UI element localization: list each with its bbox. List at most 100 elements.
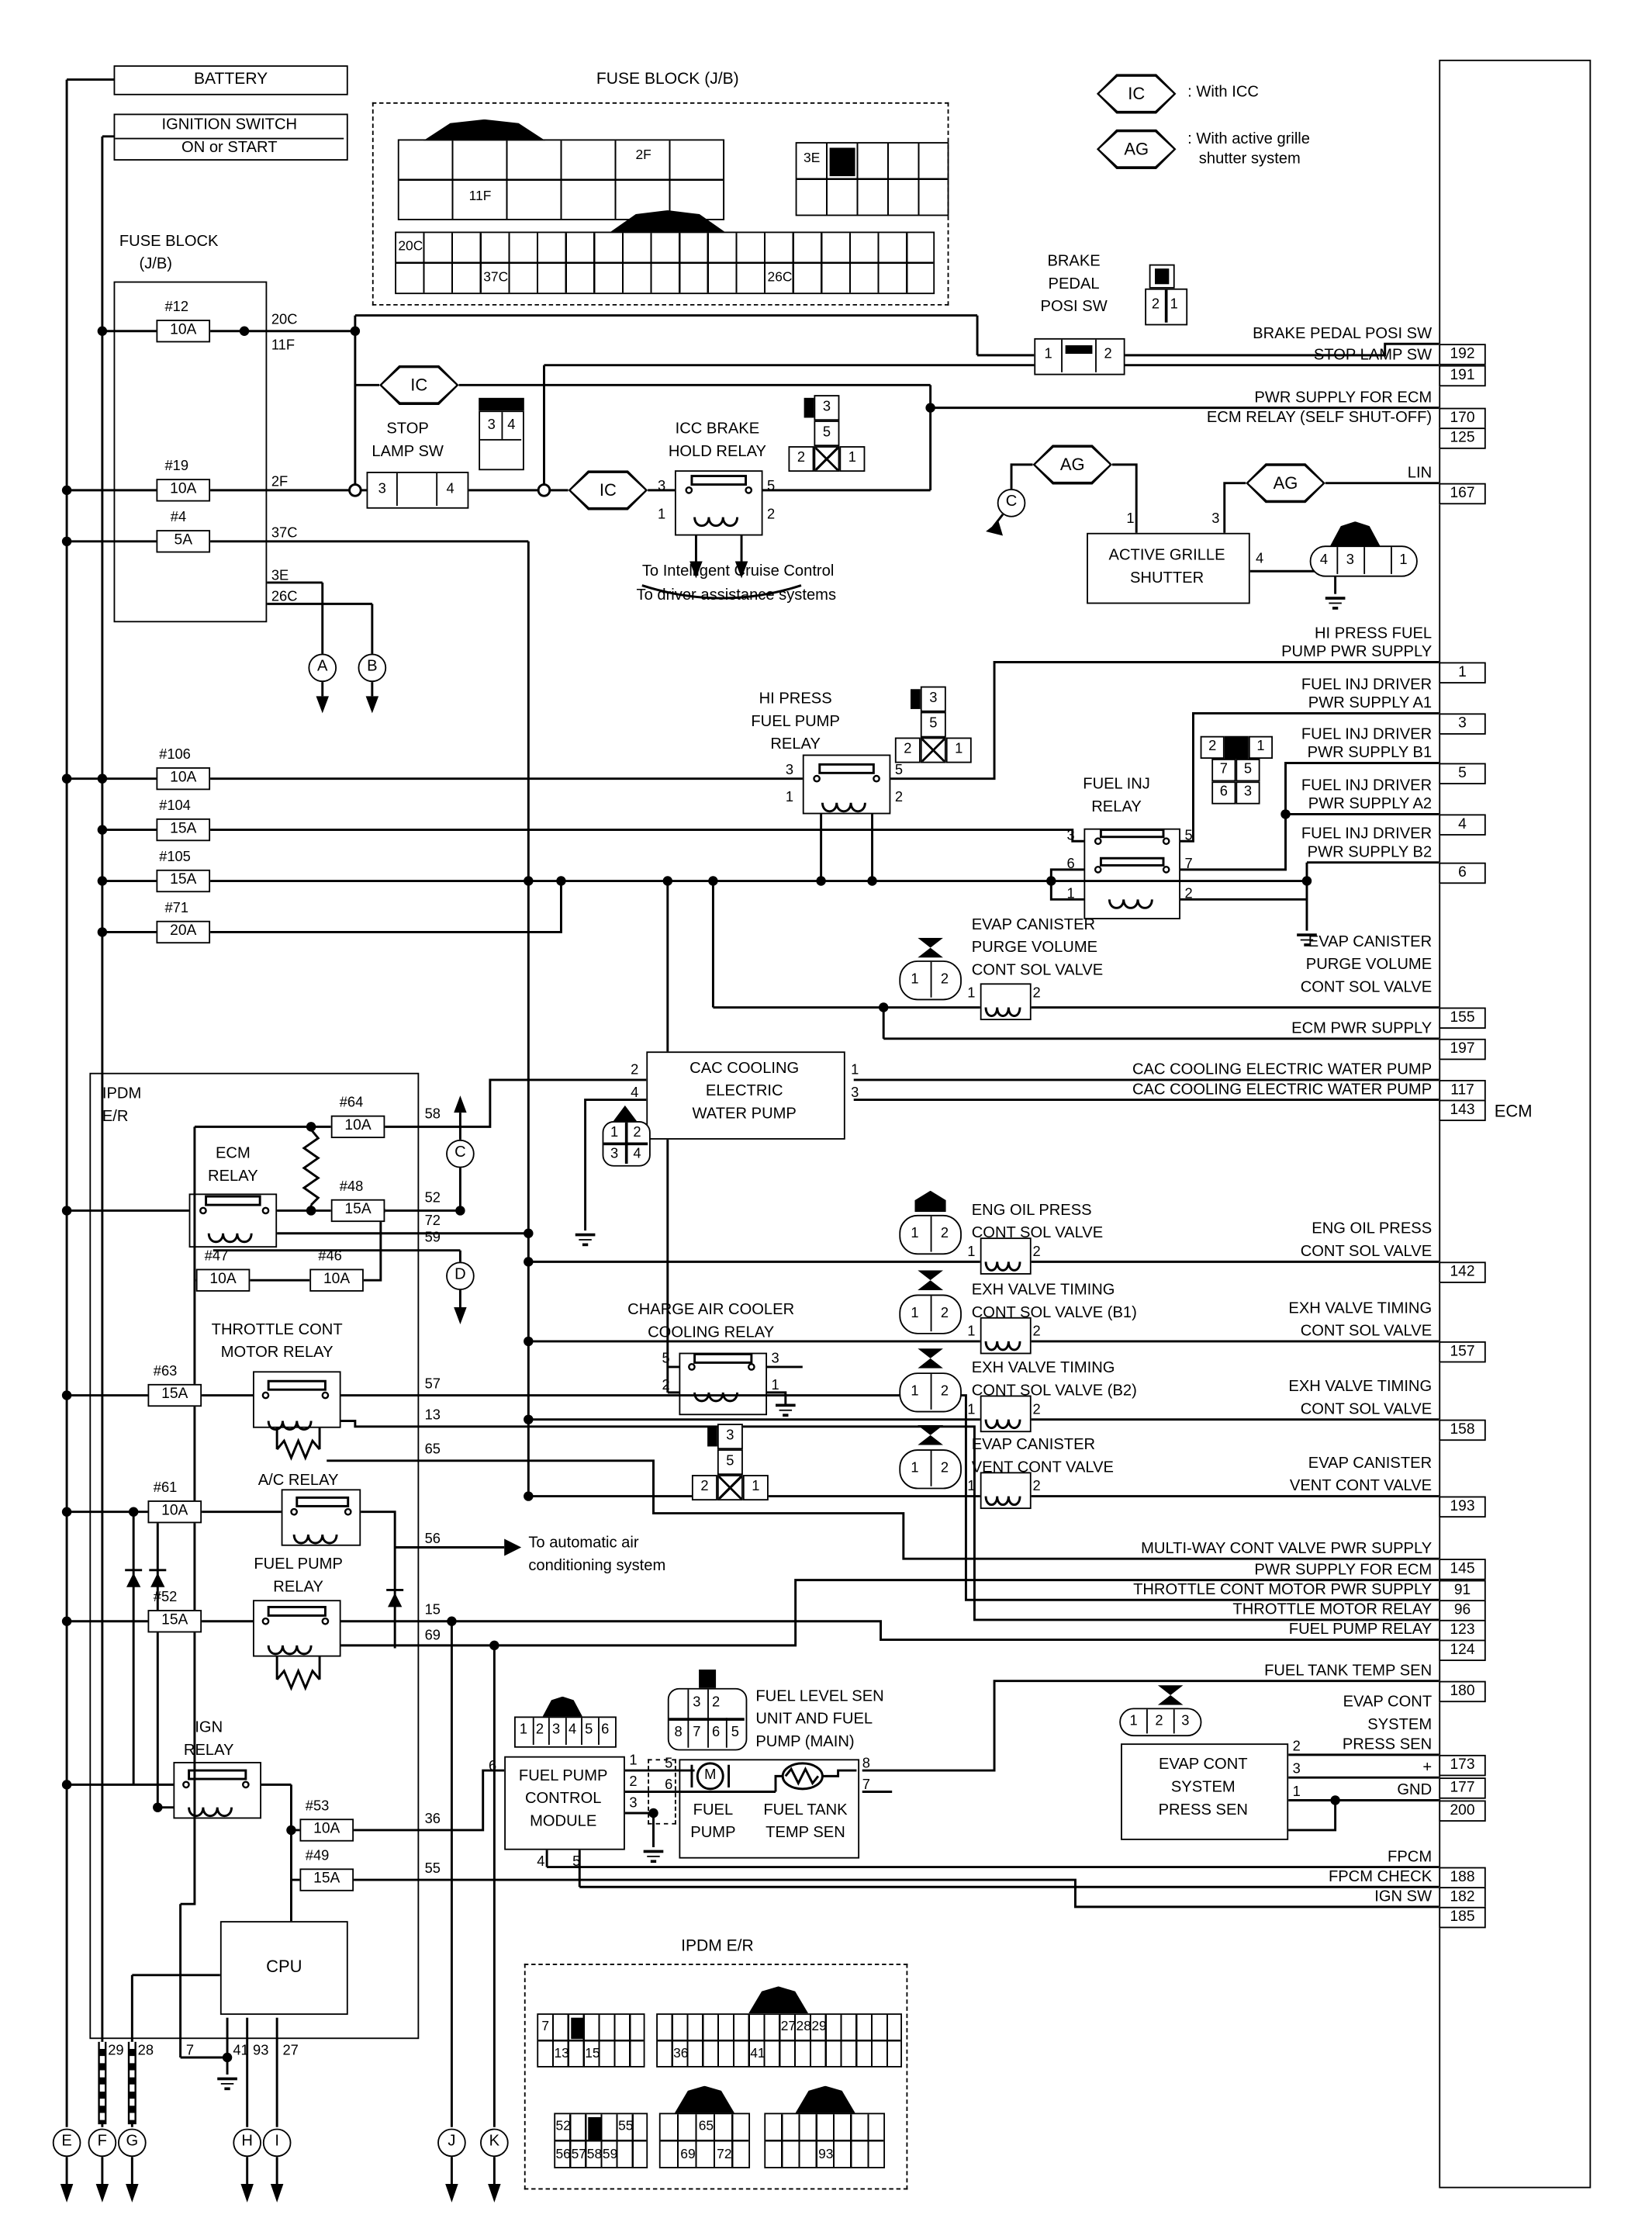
- fpcm-box: FUEL PUMP CONTROL MODULE: [504, 1756, 625, 1850]
- fuse-name: #49: [305, 1848, 330, 1864]
- tap-20c: 20C: [271, 312, 298, 329]
- ag-hex-1: AG: [1032, 445, 1113, 485]
- ecm-pin-label: FUEL INJ DRIVER: [1301, 777, 1433, 794]
- ecm-pin-label: MULTI-WAY CONT VALVE PWR SUPPLY: [1141, 1540, 1433, 1558]
- ground-symbol: [774, 1403, 797, 1418]
- wire-num-15: 15: [424, 1602, 441, 1619]
- letter-c-top: C: [997, 489, 1026, 517]
- conn-cell-x: [814, 446, 840, 472]
- fuse-name: #106: [159, 747, 191, 763]
- jb-left-title1: FUSE BLOCK: [119, 233, 219, 251]
- grid-label: 26C: [767, 269, 793, 286]
- tap-37c: 37C: [271, 525, 298, 542]
- eps-connector: 1 2 3: [1119, 1708, 1202, 1737]
- ecm-pin-91: 91: [1439, 1580, 1486, 1602]
- ecm-pin-143: 143: [1439, 1099, 1486, 1122]
- ecm-pin-label: THROTTLE MOTOR RELAY: [1232, 1601, 1433, 1619]
- fuse-name: #61: [153, 1480, 178, 1497]
- conn-cell: 3: [814, 395, 840, 421]
- ecm-pin-125: 125: [1439, 427, 1486, 449]
- conn-pin: 3: [1181, 1713, 1190, 1729]
- ecm-pin-label: EVAP CANISTER: [1308, 933, 1433, 951]
- conn-pin: 1: [911, 1306, 919, 1322]
- fuse-63: 15A: [147, 1383, 202, 1407]
- conn-pin: 4: [569, 1722, 577, 1738]
- fuse-name: #53: [305, 1798, 330, 1815]
- divider: [929, 1450, 932, 1486]
- conn-pin: 2: [633, 1125, 641, 1141]
- conn-pin: 2: [1151, 296, 1160, 313]
- ecm-pin-157: 157: [1439, 1341, 1486, 1363]
- ca-title2: COOLING RELAY: [648, 1324, 775, 1341]
- conn-cell: 6: [1211, 781, 1236, 805]
- conn-cell: 5: [717, 1449, 743, 1476]
- eps-pin2: 2: [1292, 1739, 1301, 1755]
- letter-g: G: [118, 2128, 147, 2158]
- wire-num-59: 59: [424, 1230, 441, 1247]
- divider: [1095, 339, 1097, 372]
- letter-i: I: [262, 2128, 292, 2158]
- wire-num-57: 57: [424, 1376, 441, 1393]
- legend-ic-desc: : With ICC: [1187, 84, 1259, 102]
- ags-pin1: 1: [1126, 511, 1135, 528]
- conn-pin: 3: [610, 1147, 619, 1163]
- ecm-pin-label: EXH VALVE TIMING: [1288, 1378, 1433, 1396]
- ecm-pin-label: PRESS SEN: [1342, 1736, 1433, 1754]
- icc-note2: To driver assistance systems: [636, 587, 837, 604]
- wire-num-65: 65: [424, 1441, 441, 1459]
- eps-title1: EVAP CONT: [1158, 1756, 1248, 1774]
- conn-pin: 2: [1155, 1713, 1163, 1729]
- letter-d: D: [446, 1261, 475, 1291]
- ground-symbol: [216, 2077, 238, 2092]
- sol-b2-coil-box: [980, 1395, 1032, 1433]
- cac-pin4: 4: [631, 1085, 639, 1102]
- conn-pin: 2: [940, 1383, 949, 1400]
- ipdm-pin-29: 29: [108, 2043, 124, 2059]
- conn-cell: 2: [1200, 735, 1225, 760]
- coil-pin: 2: [1032, 986, 1041, 1002]
- wire-num-55: 55: [424, 1861, 441, 1877]
- ecm-pin-label: PWR SUPPLY A1: [1308, 694, 1433, 712]
- tcm-relay-title2: MOTOR RELAY: [220, 1344, 334, 1362]
- sol-eng-connector: 1 2: [899, 1214, 962, 1255]
- black-cell: [829, 147, 855, 177]
- divider: [929, 1296, 932, 1332]
- switch-pin: 3: [378, 481, 386, 498]
- ecm-pin-96: 96: [1439, 1600, 1486, 1621]
- ecm-pin-182: 182: [1439, 1887, 1486, 1909]
- coil-pin: 1: [967, 1324, 976, 1341]
- purge-coil-box: [980, 983, 1032, 1021]
- divider: [1391, 547, 1393, 574]
- ags-connector: 4 3 1: [1309, 545, 1418, 577]
- grid-label: 29: [811, 2019, 827, 2035]
- conn-cell: 5: [814, 420, 840, 447]
- conn-pin: 6: [711, 1725, 721, 1741]
- ecm-pin-label: CAC COOLING ELECTRIC WATER PUMP: [1132, 1081, 1433, 1099]
- ecm-pin-200: 200: [1439, 1800, 1486, 1822]
- relay-pin: 3: [657, 479, 666, 495]
- purge-title2: PURGE VOLUME: [971, 939, 1098, 957]
- flu-fuel: FUEL: [693, 1801, 734, 1819]
- fuse-53: 10A: [299, 1819, 354, 1842]
- ign-relay-title2: RELAY: [183, 1742, 234, 1760]
- relay-pin: 5: [662, 1351, 670, 1367]
- conn-cell: 2: [788, 446, 814, 472]
- icc-note1: To Intelligent Cruise Control: [641, 562, 835, 580]
- conn-cell: 1: [945, 737, 972, 763]
- grid-label: 15: [585, 2046, 600, 2062]
- ecm-pin-4: 4: [1439, 814, 1486, 836]
- grid-label: 11F: [468, 189, 492, 205]
- sol-vent-title1: EVAP CANISTER: [971, 1436, 1096, 1454]
- coil-pin: 2: [1032, 1479, 1041, 1495]
- ecm-pin-label: FUEL INJ DRIVER: [1301, 825, 1433, 843]
- ecm-box: [1439, 59, 1592, 2189]
- bp-connector: 2 1: [1145, 288, 1188, 326]
- ecm-pin-label: FPCM: [1388, 1848, 1433, 1866]
- ecm-pin-label: FUEL INJ DRIVER: [1301, 725, 1433, 743]
- ags-pin3: 3: [1211, 511, 1220, 528]
- wire-num-52: 52: [424, 1190, 441, 1206]
- tap-2f: 2F: [271, 474, 289, 490]
- ags-title1: ACTIVE GRILLE: [1108, 547, 1225, 565]
- ags-box: ACTIVE GRILLE SHUTTER: [1087, 532, 1250, 604]
